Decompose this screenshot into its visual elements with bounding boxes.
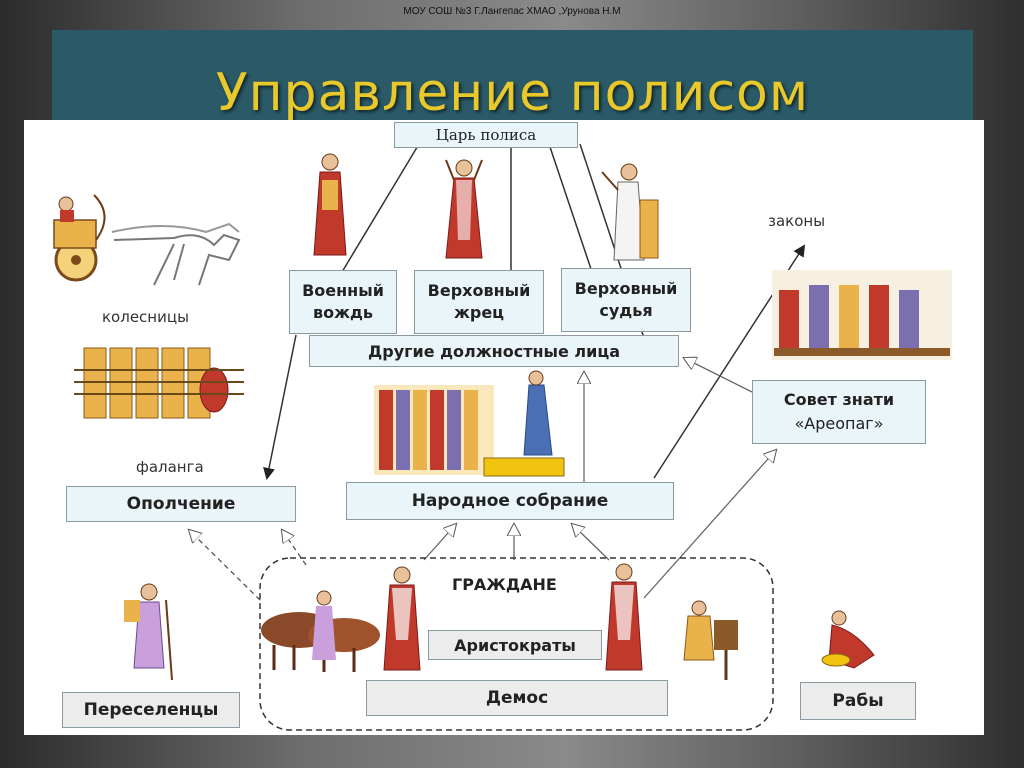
citizens-group-outline (259, 557, 774, 731)
military-leader-figure (313, 153, 347, 256)
demos-box: Демос (366, 680, 668, 716)
high-priest-box: Верховный жрец (414, 270, 544, 334)
high-priest-line-2: жрец (453, 303, 505, 322)
demos-label: Демос (485, 688, 549, 708)
council-line-1: Совет знати (783, 390, 895, 409)
chariots-label: колесницы (102, 308, 189, 326)
council-line-2: «Ареопаг» (794, 414, 884, 433)
military-leader-line-1: Военный (302, 281, 384, 300)
phalanx-figure (74, 347, 244, 419)
high-priest-line-1: Верховный (427, 281, 531, 300)
high-judge-line-2: судья (599, 301, 653, 320)
high-judge-figure (601, 163, 659, 261)
other-officials-box: Другие должностные лица (309, 335, 679, 367)
arrow-citizens-assembly-3 (572, 524, 610, 561)
militia-box: Ополчение (66, 486, 296, 522)
assembly-box: Народное собрание (346, 482, 674, 520)
assembly-label: Народное собрание (411, 491, 609, 511)
arrows-layer (53, 143, 952, 731)
chariot-figure (53, 194, 241, 286)
laws-label: законы (768, 212, 826, 230)
aristocrats-box: Аристократы (428, 630, 602, 660)
high-priest-figure (445, 159, 483, 259)
king-label: Царь полиса (435, 126, 537, 144)
council-figure (772, 270, 952, 360)
arrow-king-military (341, 143, 420, 273)
high-judge-box: Верховный судья (561, 268, 691, 332)
settlers-label: Переселенцы (83, 700, 219, 720)
arrow-king-judge (548, 143, 593, 273)
aristocrat-figure-right (605, 563, 643, 671)
aristocrat-figure-left (383, 566, 421, 671)
arrow-council-officials (684, 358, 753, 393)
other-officials-label: Другие должностные лица (367, 341, 620, 361)
phalanx-label: фаланга (136, 458, 204, 476)
arrow-citizens-assembly-1 (423, 524, 456, 561)
militia-label: Ополчение (126, 494, 236, 514)
slide-title: Управление полисом (215, 63, 810, 120)
military-leader-line-2: вождь (312, 303, 374, 322)
slaves-label: Рабы (832, 691, 884, 711)
arrow-citizens-militia-2 (282, 530, 307, 566)
king-box: Царь полиса (394, 122, 578, 148)
settler-figure (124, 583, 173, 681)
title-band (52, 30, 973, 122)
settlers-box: Переселенцы (62, 692, 240, 728)
aristocrats-label: Аристократы (454, 635, 576, 655)
author-credit: МОУ СОШ №3 Г.Лангепас ХМАО ,Урунова Н.М (403, 6, 621, 17)
oxen-farmer-figure (261, 590, 380, 672)
arrow-citizens-militia-1 (189, 530, 261, 601)
military-leader-box: Военный вождь (289, 270, 397, 334)
craftsman-figure (683, 600, 738, 680)
council-box: Совет знати «Ареопаг» (752, 380, 926, 444)
slaves-box: Рабы (800, 682, 916, 720)
slave-figure (821, 610, 875, 669)
citizens-label: ГРАЖДАНЕ (452, 575, 557, 594)
polis-diagram: Царь полиса Военный вождь Верховный жрец… (24, 120, 984, 735)
assembly-crowd-figure (374, 370, 565, 477)
arrow-leader-militia (263, 334, 297, 480)
arrow-citizens-council (643, 450, 776, 599)
high-judge-line-1: Верховный (574, 279, 678, 298)
